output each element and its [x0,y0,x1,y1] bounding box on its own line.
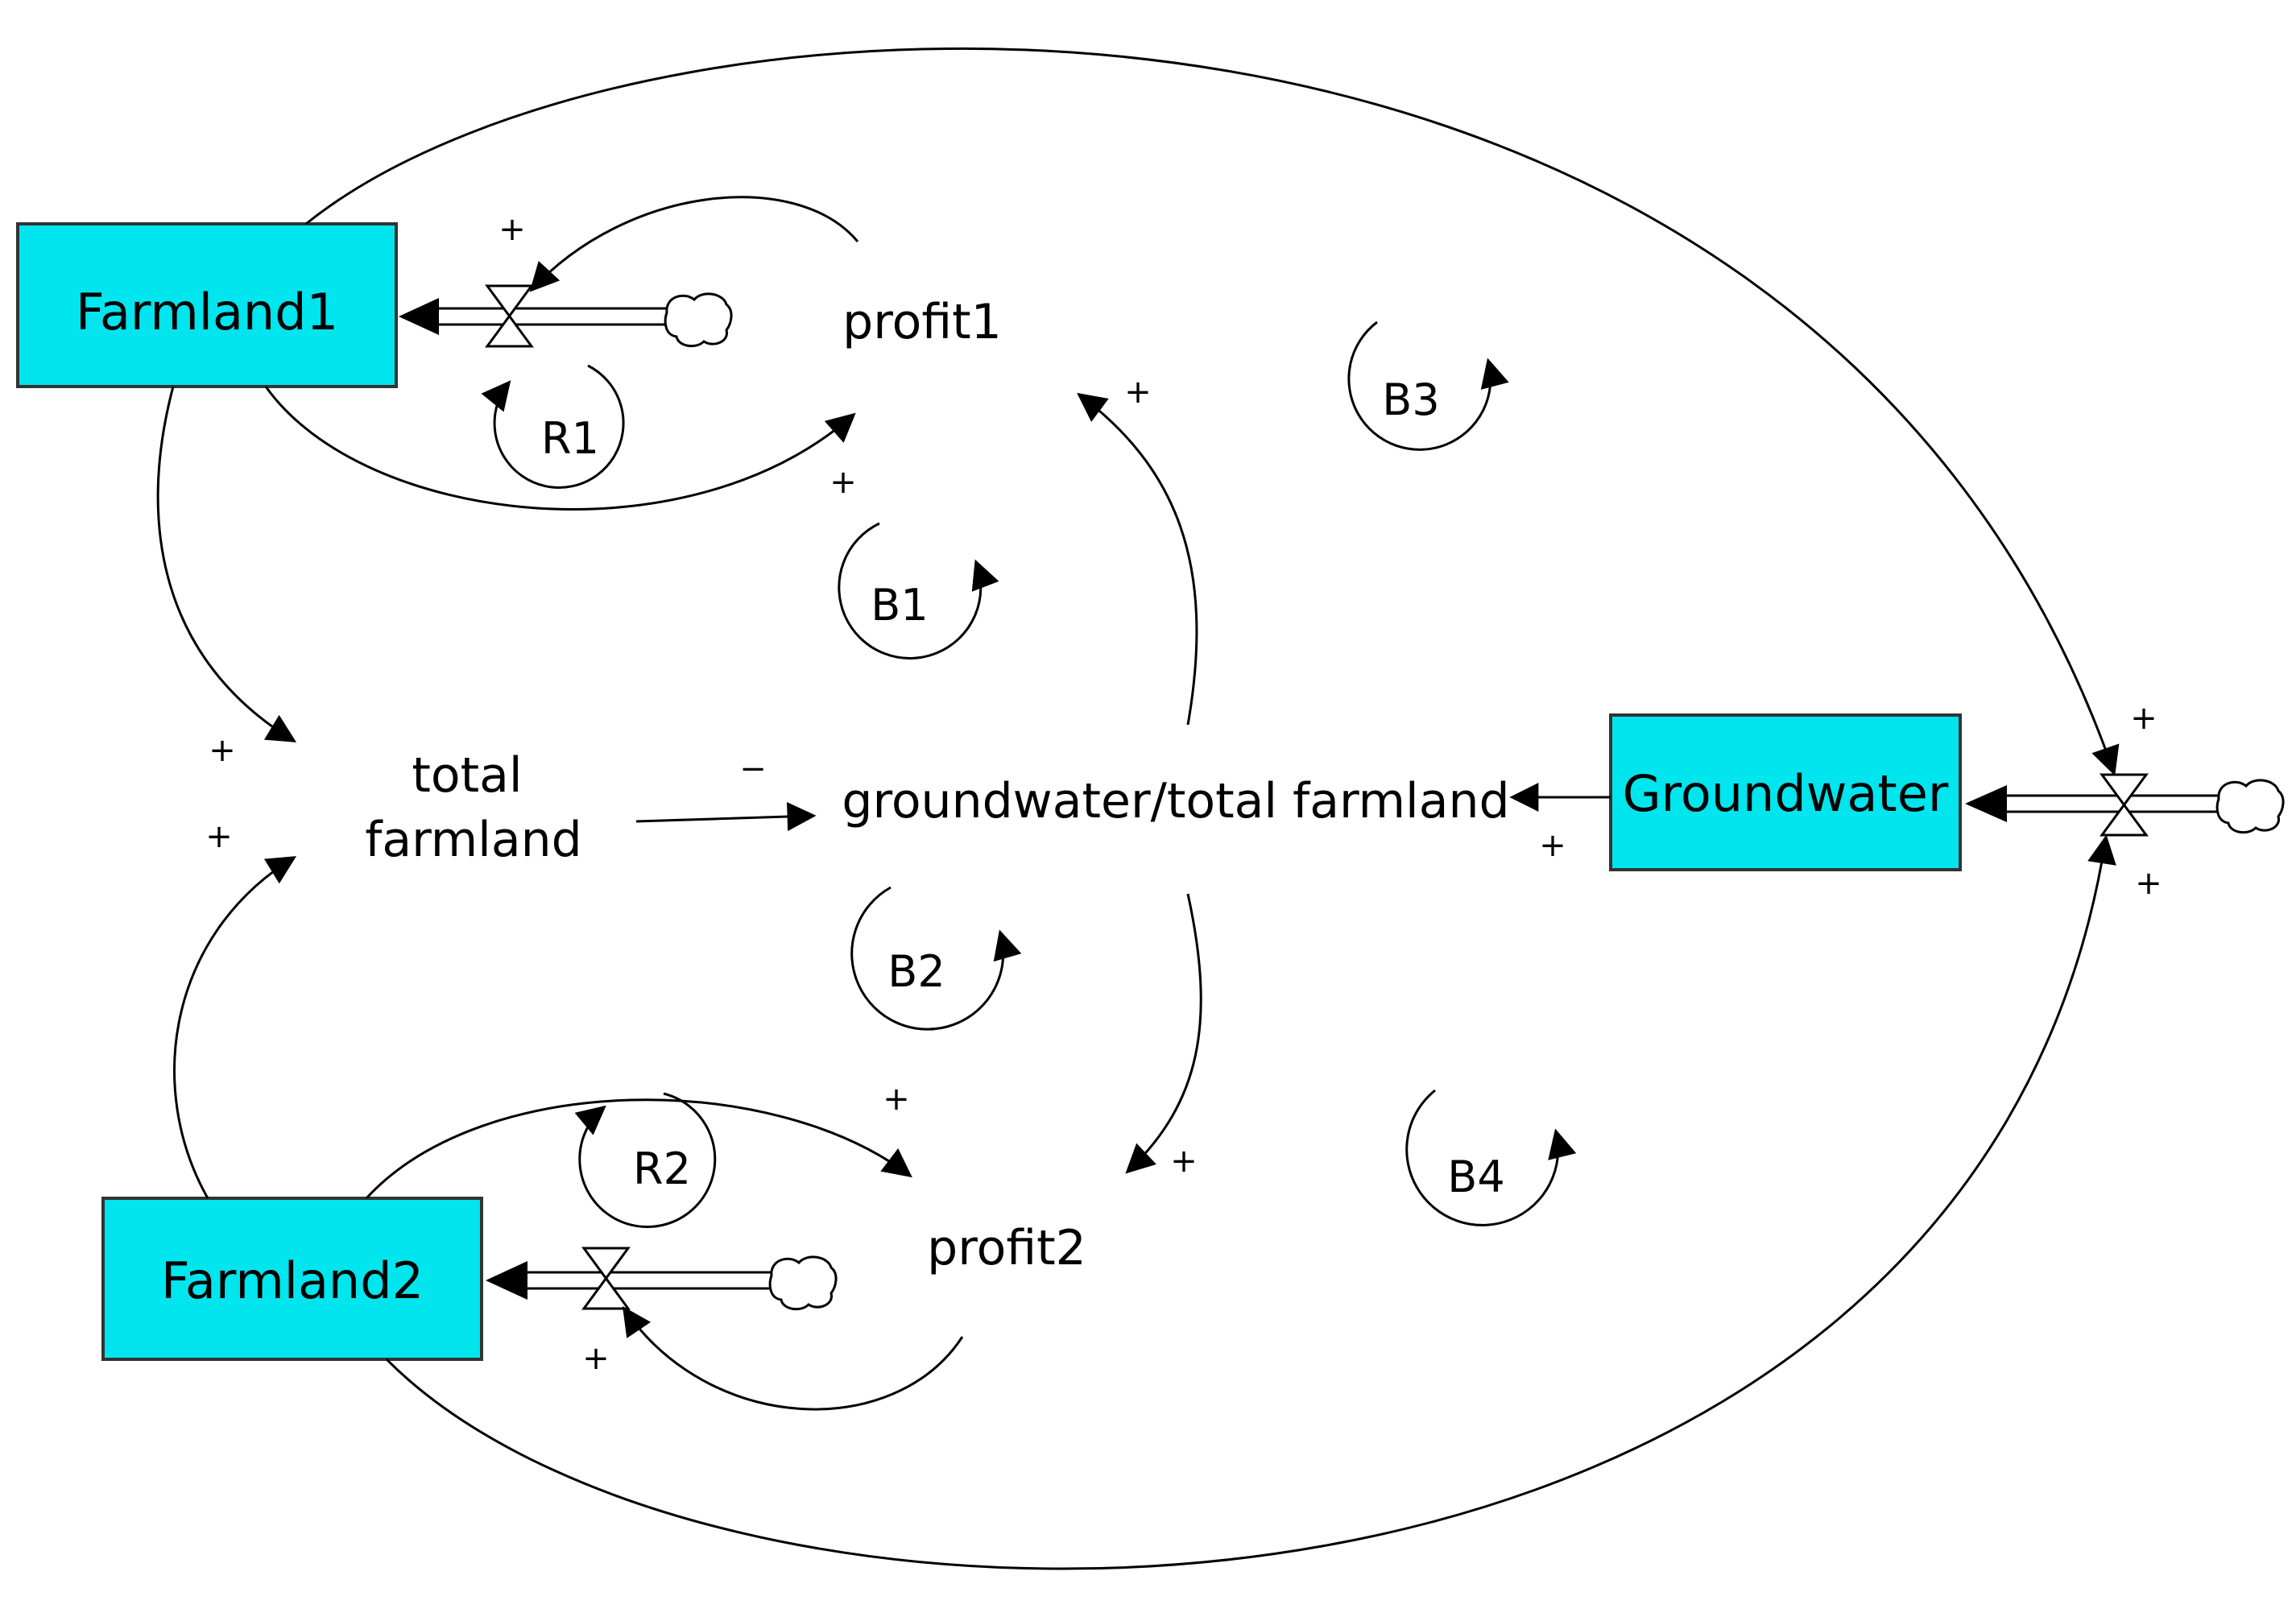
loop-label-r2: R2 [633,1143,691,1194]
polarity-farmland1-profit1: + [829,464,857,501]
stock-farmland2-label: Farmland2 [161,1251,424,1310]
valve-icon [485,284,534,348]
loop-arrow-icon [1405,1089,1577,1226]
link-farmland2-to-groundwater-flow[interactable] [385,834,2116,1570]
stock-groundwater[interactable]: Groundwater [1609,713,1962,871]
valve-icon [581,1247,631,1310]
link-ratio-to-profit1[interactable] [1077,392,1198,726]
stock-groundwater-label: Groundwater [1623,764,1949,823]
variable-total-farmland-line1[interactable]: total [412,747,522,804]
link-farmland1-to-groundwater-flow[interactable] [305,47,2120,776]
flow-groundwater-inflow[interactable] [1965,773,2285,837]
polarity-gw-flow-bottom: + [2135,865,2162,902]
loop-b3: B3 [1347,321,1509,451]
flow-arrowhead [1965,785,2007,822]
loop-r2: R2 [574,1092,717,1229]
link-farmland1-to-total[interactable] [156,386,297,742]
link-farmland1-to-profit1[interactable] [264,386,856,511]
loop-b2: B2 [850,886,1022,1031]
loop-arrow-icon [574,1092,717,1229]
stock-farmland1[interactable]: Farmland1 [16,222,398,388]
polarity-farmland2-profit2: + [883,1081,910,1118]
stock-farmland2[interactable]: Farmland2 [101,1197,483,1361]
variable-total-farmland-line2[interactable]: farmland [365,812,582,868]
link-total-to-ratio[interactable] [635,802,817,832]
flow-arrowhead [399,298,439,335]
variable-profit1[interactable]: profit1 [842,294,1002,350]
loop-label-b2: B2 [887,946,945,997]
link-profit2-to-flow2[interactable] [622,1306,964,1411]
link-farmland2-to-profit2[interactable] [365,1098,912,1200]
polarity-total-from-f1: + [209,732,236,769]
polarity-ratio-profit1: + [1124,374,1152,411]
loop-arrow-icon [838,522,999,660]
link-farmland2-to-total[interactable] [173,856,297,1199]
loop-arrow-icon [850,886,1022,1031]
loop-b1: B1 [838,522,999,660]
variable-groundwater-per-farmland[interactable]: groundwater/total farmland [842,773,1509,829]
cloud-icon [664,292,733,348]
polarity-flow1-in: + [499,211,526,248]
loop-label-r1: R1 [541,413,599,464]
valve-icon [2099,773,2149,837]
loop-b4: B4 [1405,1089,1577,1226]
cloud-icon [768,1255,838,1311]
stock-farmland1-box [16,222,398,388]
loop-label-b4: B4 [1447,1152,1504,1202]
polarity-total-from-f2: + [205,818,233,855]
flow-farmland2-inflow[interactable] [486,1247,838,1311]
link-profit1-to-flow1[interactable] [529,196,859,292]
loop-label-b3: B3 [1382,374,1439,425]
polarity-ratio-profit2: + [1170,1143,1198,1180]
flow-farmland1-inflow[interactable] [399,284,733,348]
loop-r1: R1 [481,364,625,489]
variable-profit2[interactable]: profit2 [927,1220,1086,1276]
stock-groundwater-box [1609,713,1962,871]
polarity-groundwater-ratio: + [1539,827,1566,864]
flow-arrowhead [486,1261,527,1300]
stock-farmland1-label: Farmland1 [76,283,338,341]
stock-farmland2-box [101,1197,483,1361]
loop-label-b1: B1 [871,580,928,631]
loop-arrow-icon [481,364,625,489]
link-ratio-to-profit2[interactable] [1125,893,1202,1174]
polarity-total-ratio: − [739,751,767,788]
loop-arrow-icon [1347,321,1509,451]
polarity-gw-flow-top: + [2130,700,2157,737]
polarity-flow2-in: + [582,1340,610,1377]
cloud-icon [2215,779,2285,834]
